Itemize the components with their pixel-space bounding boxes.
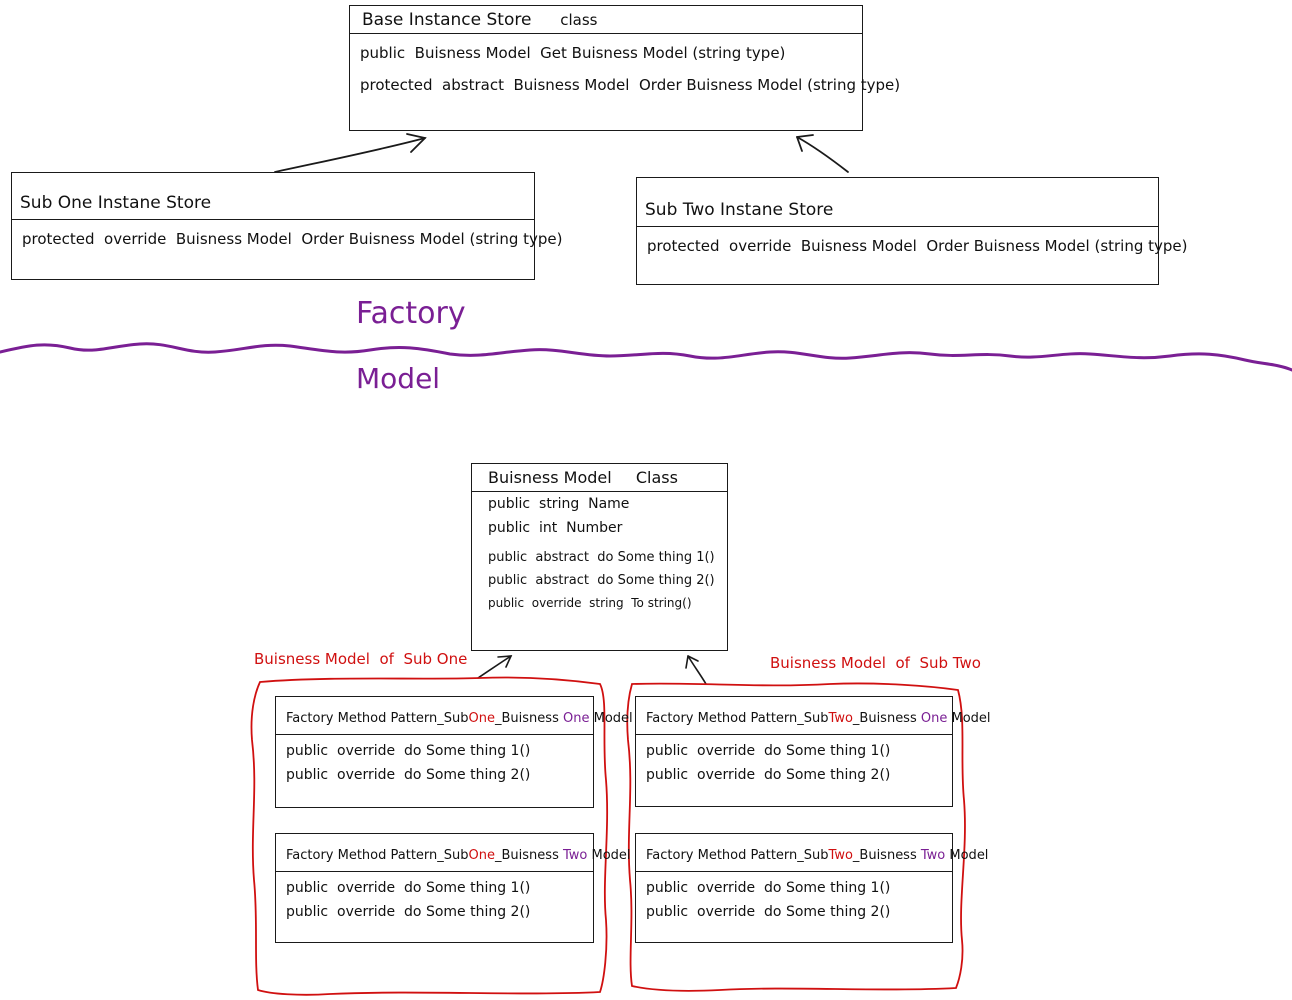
model-label: Model — [356, 362, 441, 395]
subtwo-businesstwo-model-class[interactable]: Factory Method Pattern_SubTwo_Buisness T… — [635, 833, 988, 943]
group-sub-one-outline — [250, 676, 609, 996]
subtwo-businesstwo-method-1: public override do Some thing 1() — [646, 880, 891, 896]
sub-two-to-base-arrow — [796, 134, 849, 173]
base-instance-store-class[interactable]: Base Instance Store class public Buisnes… — [349, 5, 901, 131]
base-store-title: Base Instance Store — [362, 10, 532, 30]
subone-businesstwo-header: Factory Method Pattern_SubOne_Buisness T… — [276, 834, 631, 872]
subone-businesstwo-model-class[interactable]: Factory Method Pattern_SubOne_Buisness T… — [275, 833, 631, 943]
sub-one-store-header: Sub One Instane Store — [12, 173, 534, 220]
sub-one-store-method-order: protected override Buisness Model Order … — [22, 230, 563, 248]
business-model-title: Buisness Model — [488, 468, 612, 487]
subone-businessone-method-1: public override do Some thing 1() — [286, 743, 531, 759]
business-model-field-name: public string Name — [488, 496, 630, 512]
business-model-method-1: public abstract do Some thing 1() — [488, 550, 715, 565]
subtwo-businesstwo-header: Factory Method Pattern_SubTwo_Buisness T… — [636, 834, 988, 872]
subtwo-businesstwo-method-2: public override do Some thing 2() — [646, 904, 891, 920]
group-sub-two-outline — [626, 682, 966, 992]
subtwo-businessone-model-class[interactable]: Factory Method Pattern_SubTwo_Buisness O… — [635, 696, 991, 807]
sub-two-store-method-order: protected override Buisness Model Order … — [647, 237, 1188, 255]
base-store-method-order: protected abstract Buisness Model Order … — [360, 76, 901, 94]
subone-businessone-model-class[interactable]: Factory Method Pattern_SubOne_Buisness O… — [275, 696, 633, 808]
subone-businessone-method-2: public override do Some thing 2() — [286, 767, 531, 783]
subone-businesstwo-method-2: public override do Some thing 2() — [286, 904, 531, 920]
business-model-method-2: public abstract do Some thing 2() — [488, 573, 715, 588]
business-model-class[interactable]: Buisness Model Class public string Name … — [471, 463, 728, 651]
group-sub-one-label: Buisness Model of Sub One — [254, 650, 468, 668]
factory-label: Factory — [356, 296, 466, 331]
subtwo-businessone-header: Factory Method Pattern_SubTwo_Buisness O… — [636, 697, 991, 735]
group-one-to-model-arrow — [477, 655, 513, 679]
subtwo-businessone-method-2: public override do Some thing 2() — [646, 767, 891, 783]
base-store-kind: class — [560, 11, 598, 29]
business-model-field-number: public int Number — [488, 520, 623, 536]
business-model-kind: Class — [635, 468, 678, 487]
subone-businesstwo-method-1: public override do Some thing 1() — [286, 880, 531, 896]
sub-one-to-base-arrow — [274, 133, 427, 173]
base-store-method-get: public Buisness Model Get Buisness Model… — [360, 44, 786, 62]
business-model-header: Buisness Model Class — [472, 464, 727, 492]
subtwo-businessone-method-1: public override do Some thing 1() — [646, 743, 891, 759]
sub-two-store-header: Sub Two Instane Store — [637, 178, 1158, 227]
business-model-method-tostring: public override string To string() — [488, 596, 692, 610]
base-store-header: Base Instance Store class — [350, 6, 862, 34]
factory-model-divider — [0, 342, 1292, 372]
group-two-to-model-arrow — [685, 655, 707, 685]
group-sub-two-label: Buisness Model of Sub Two — [770, 654, 981, 672]
sub-one-instance-store-class[interactable]: Sub One Instane Store protected override… — [11, 172, 563, 280]
subone-businessone-header: Factory Method Pattern_SubOne_Buisness O… — [276, 697, 633, 735]
sub-two-instance-store-class[interactable]: Sub Two Instane Store protected override… — [636, 177, 1188, 285]
